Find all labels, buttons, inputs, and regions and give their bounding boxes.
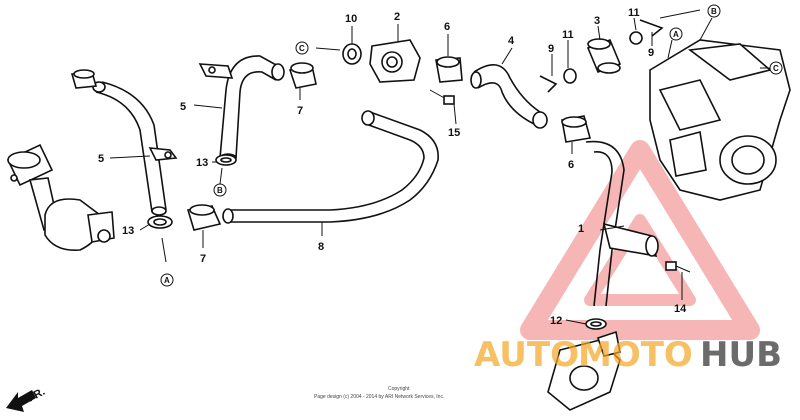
svg-text:B: B xyxy=(217,186,223,195)
svg-text:A: A xyxy=(673,30,679,39)
ref-marker-c-right: C xyxy=(769,61,783,75)
washer-13-lower xyxy=(147,215,173,229)
leader-lines xyxy=(109,9,770,325)
part-numbers: 1 2 3 4 5 5 6 6 7 7 8 9 9 10 11 11 12 13… xyxy=(98,7,687,327)
clip-9-left xyxy=(539,75,558,93)
bolt-14 xyxy=(665,261,691,273)
svg-text:C: C xyxy=(299,44,305,53)
ref-marker-b-top: B xyxy=(707,4,721,18)
clamp-6-lower xyxy=(561,115,592,143)
watermark-text-auto: AUTO xyxy=(474,335,579,375)
part-number-1: 1 xyxy=(578,223,584,235)
part-number-10: 10 xyxy=(345,13,357,25)
part-number-11b: 11 xyxy=(628,7,640,19)
pipe-1 xyxy=(585,140,659,307)
part-number-2: 2 xyxy=(394,11,400,23)
engine-block xyxy=(649,39,791,201)
svg-text:B: B xyxy=(711,7,717,16)
clamp-7-upper xyxy=(288,62,317,89)
ref-marker-b-left: B xyxy=(213,183,227,197)
bolt-15 xyxy=(429,89,455,105)
washer-12 xyxy=(585,318,607,330)
part-number-8: 8 xyxy=(318,241,324,253)
part-number-15: 15 xyxy=(448,127,460,139)
ref-marker-a-right: A xyxy=(669,27,683,41)
copyright-line-1: Copyright xyxy=(388,386,410,392)
watermark-text-hub: HUB xyxy=(700,335,782,375)
washer-13-upper xyxy=(215,154,237,166)
ref-marker-c-left: C xyxy=(295,41,309,55)
hose-5-lower xyxy=(92,81,178,216)
hose-8 xyxy=(222,110,439,224)
water-pump xyxy=(547,330,621,411)
watermark-text-moto: MOTO xyxy=(578,335,693,375)
front-direction-label: FR. xyxy=(26,386,47,405)
part-number-3: 3 xyxy=(594,15,600,27)
svg-text:C: C xyxy=(773,64,779,73)
ref-marker-a-left: A xyxy=(160,273,174,287)
part-number-5a: 5 xyxy=(180,101,186,113)
front-direction-indicator: FR. xyxy=(6,386,47,412)
oring-11-left xyxy=(563,68,577,84)
clamp-6-upper xyxy=(435,56,463,83)
part-number-7b: 7 xyxy=(200,253,206,265)
clip-9-right xyxy=(639,19,664,37)
part-number-6a: 6 xyxy=(444,21,450,33)
front-arrow-icon xyxy=(6,390,36,412)
part-number-12: 12 xyxy=(550,315,562,327)
part-number-14: 14 xyxy=(674,303,687,315)
pipe-joint-3 xyxy=(586,38,622,74)
oring-11-right xyxy=(629,31,643,45)
part-number-6b: 6 xyxy=(568,159,574,171)
thermostat-housing xyxy=(6,143,115,252)
part-number-9a: 9 xyxy=(548,43,554,55)
copyright-notice: Copyright Page design (c) 2004 - 2014 by… xyxy=(314,386,444,400)
part-number-7a: 7 xyxy=(297,105,303,117)
part-number-5b: 5 xyxy=(98,153,104,165)
part-number-13a: 13 xyxy=(122,225,134,237)
svg-text:A: A xyxy=(164,276,170,285)
part-number-9b: 9 xyxy=(648,47,654,59)
watermark-logo: AUTO MOTO HUB xyxy=(474,335,782,375)
hose-4 xyxy=(470,64,548,129)
part-number-13b: 13 xyxy=(196,157,208,169)
hose-clamp-left xyxy=(70,69,98,89)
copyright-line-2: Page design (c) 2004 - 2014 by ARI Netwo… xyxy=(314,394,444,400)
part-number-4: 4 xyxy=(508,35,515,47)
part-number-11a: 11 xyxy=(562,29,574,41)
hose-5-upper xyxy=(198,55,285,163)
thermostat-cover xyxy=(369,39,421,83)
watermark-triangle xyxy=(520,140,760,340)
clamp-7-lower xyxy=(186,204,222,231)
washer-10 xyxy=(342,43,362,65)
